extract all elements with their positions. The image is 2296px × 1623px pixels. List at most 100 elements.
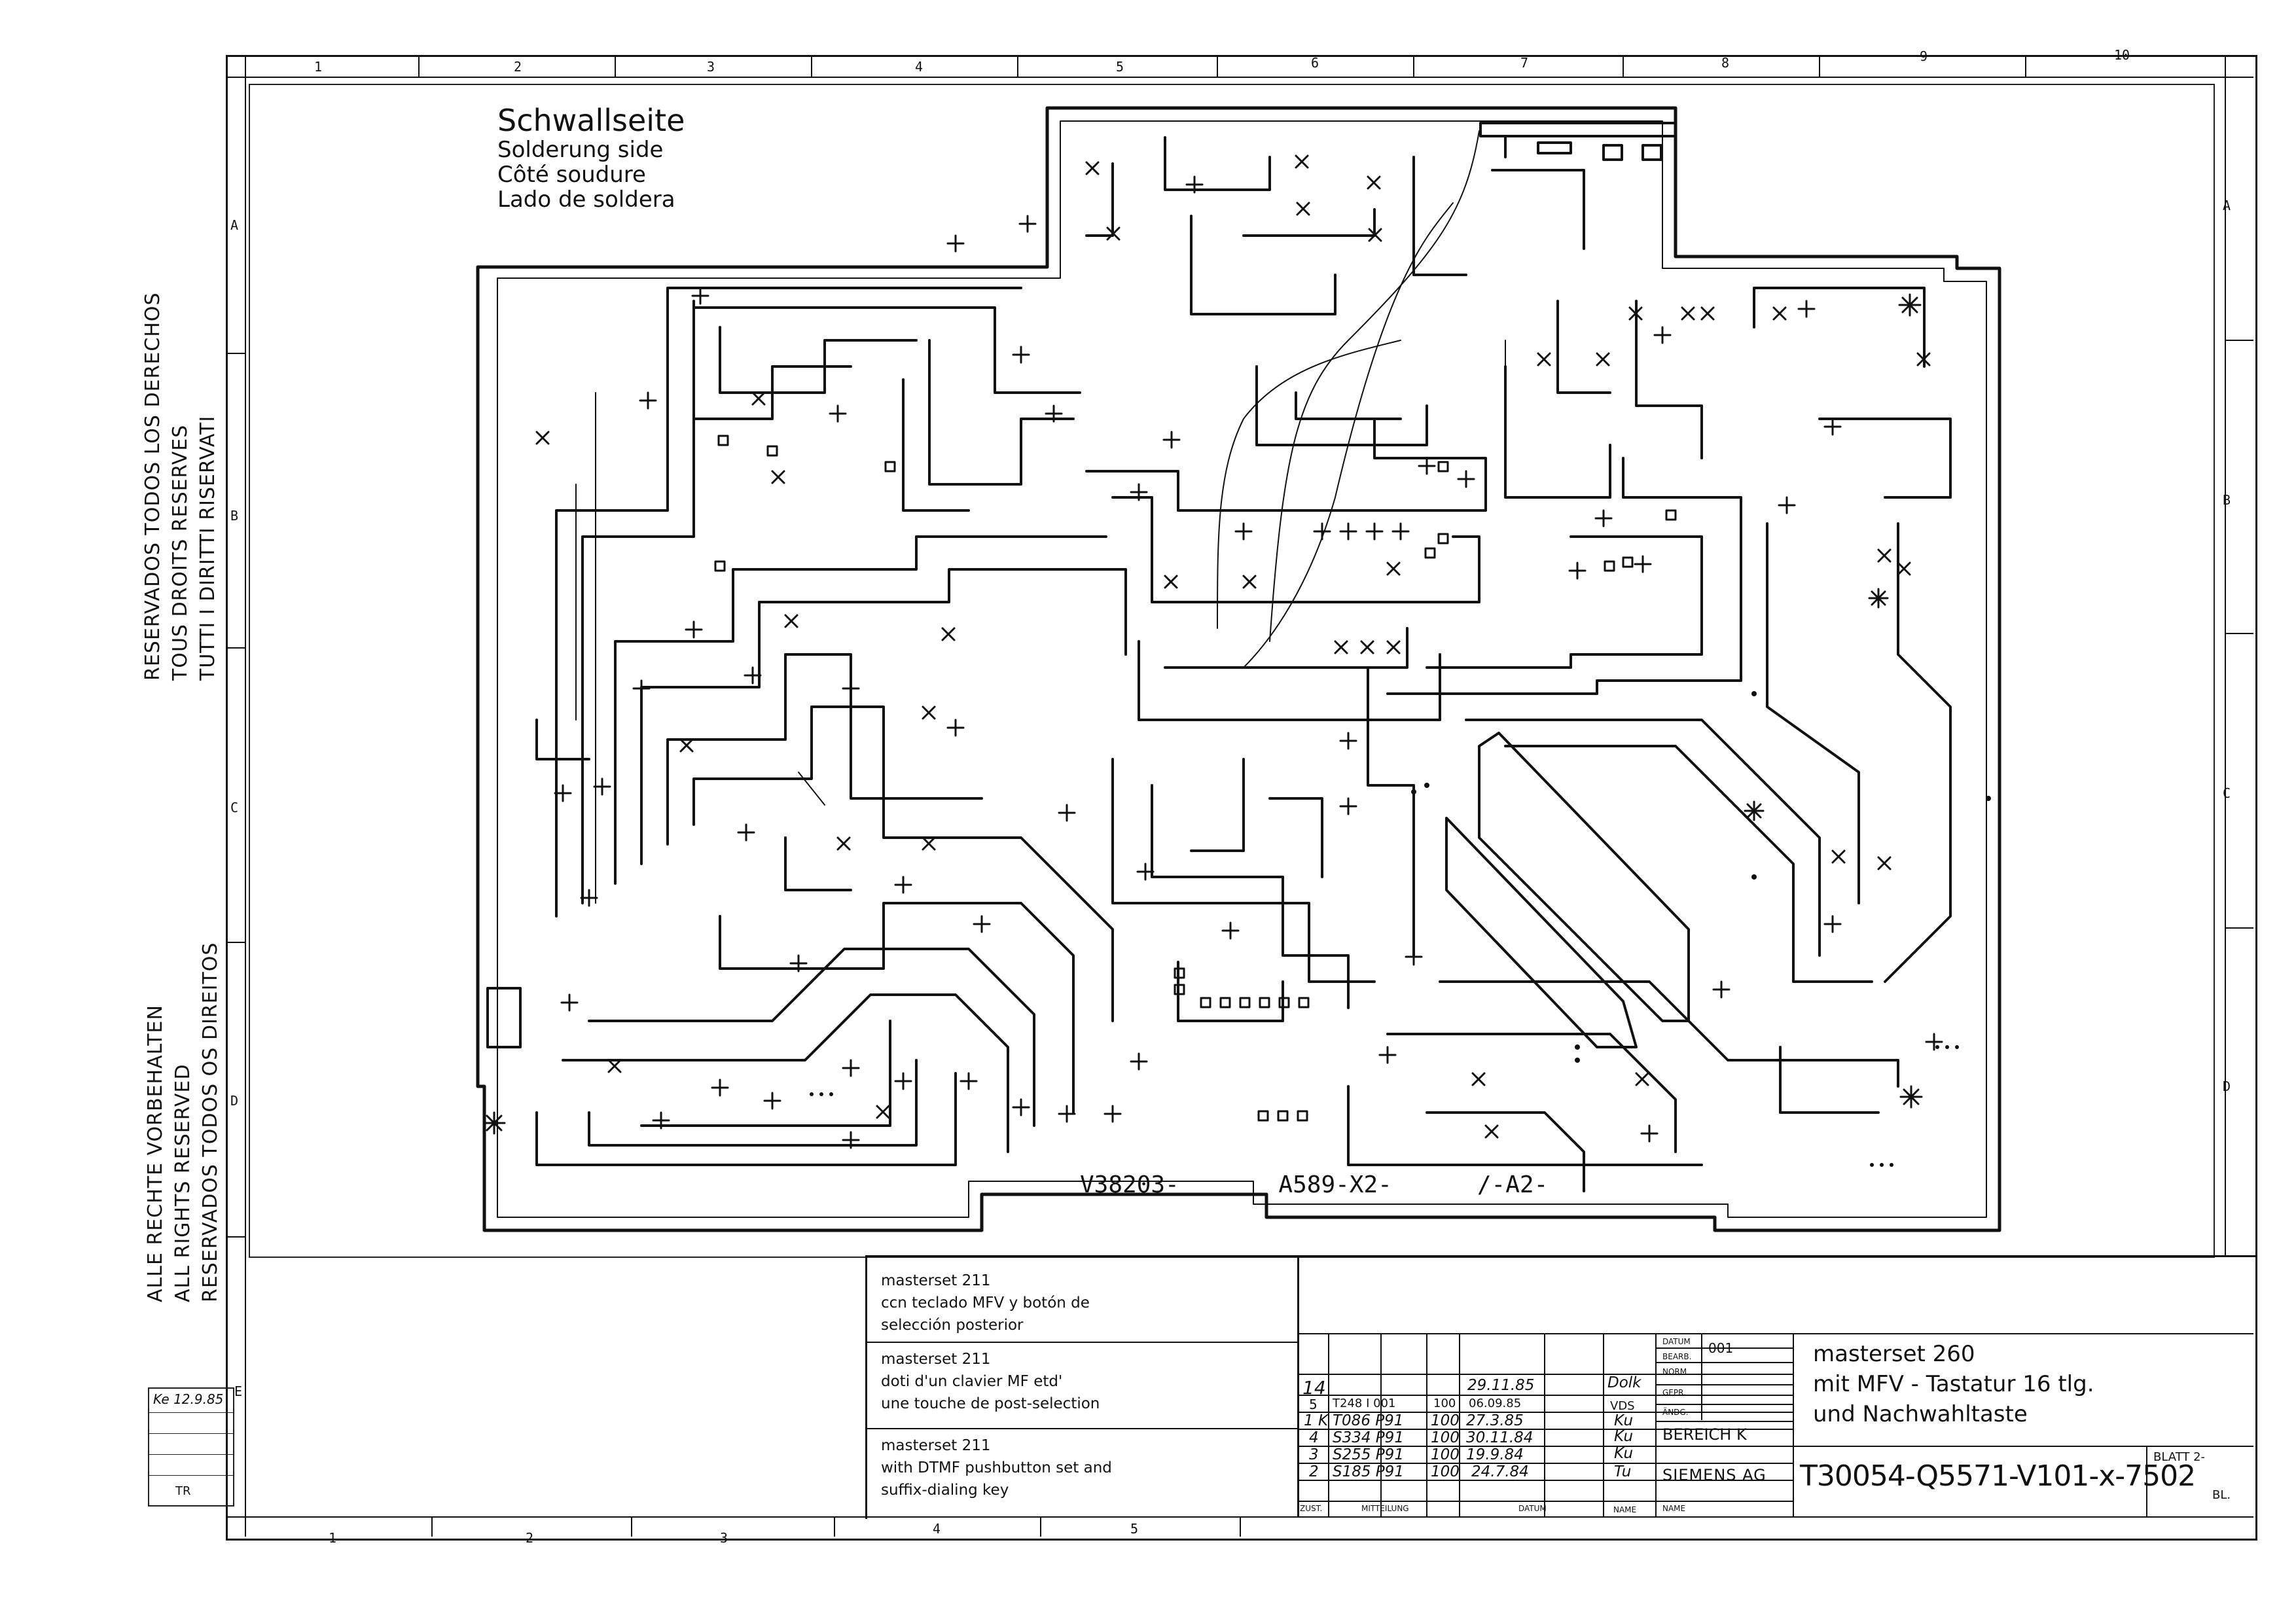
desc-italian-line-1: masterset 211 [881,1351,991,1368]
small-dots [810,691,1991,1167]
product-title-line-3: und Nachwahltaste [1813,1401,2028,1427]
field-label-gepr: GEPR. [1662,1388,1686,1397]
grid-top-5: 5 [1116,59,1124,75]
grid-top-8: 8 [1721,55,1730,71]
revision-row-6-name: Tu [1614,1463,1632,1480]
inner-frame [249,84,2215,1258]
connector-top [1479,122,1677,161]
grid-left-b: B [230,508,239,524]
grid-top-6: 6 [1311,55,1319,71]
desc-row-1-divider [865,1342,1297,1343]
board-side-title-de: Schwallseite [497,103,685,138]
sheet-label: BLATT 2- [2153,1450,2206,1464]
revision-row-5-change: S255 P91 [1333,1446,1404,1463]
board-side-title-en: Solderung side [497,137,664,163]
approval-stamp-box: Ke 12.9.85 TR [148,1387,234,1507]
grid-bottom-3: 3 [720,1530,728,1546]
field-label-aendg: ÄNDG. [1662,1408,1689,1417]
revision-row-5-name: Ku [1614,1445,1634,1462]
field-label-datum: DATUM [1662,1337,1691,1346]
revision-row-5-zust: 3 [1309,1446,1319,1463]
desc-italian-line-2: doti d'un clavier MF etd' [881,1373,1063,1390]
copper-areas [486,732,1880,1114]
revision-row-2-date: 06.09.85 [1469,1397,1522,1410]
approval-stamp-date: Ke 12.9.85 [153,1391,224,1407]
desc-row-2-divider [865,1428,1297,1429]
product-title-line-1: masterset 260 [1813,1341,1975,1367]
grid-bottom-4: 4 [933,1521,941,1537]
revision-row-6-change: S185 P91 [1333,1463,1404,1480]
desc-english-line-3: suffix-dialing key [881,1482,1009,1499]
revision-row-6-date: 24.7.84 [1471,1463,1529,1480]
grid-bottom-1: 1 [329,1530,337,1546]
desc-italian-line-3: une touche de post-selection [881,1395,1100,1412]
revision-row-4-zust: 4 [1309,1429,1319,1446]
grid-left-a: A [230,217,239,233]
revision-row-1-date: 29.11.85 [1467,1377,1535,1394]
desc-spanish-line-2: ccn teclado MFV y botón de [881,1294,1090,1311]
board-part-number: V38203- A589-X2- /-A2- [1080,1171,1549,1198]
footer-label-zust: ZUST. [1300,1504,1323,1513]
desc-spanish: masterset 211 ccn teclado MFV y botón de… [881,1270,1090,1336]
desc-english-line-2: with DTMF pushbutton set and [881,1459,1112,1476]
revision-row-2-zust: 5 [1309,1397,1318,1412]
revision-row-2-change: T248 I 001 [1333,1397,1396,1410]
board-side-title-block: Schwallseite Solderung side Côté soudure… [497,103,685,212]
desc-column-divider [1297,1255,1299,1517]
date-field-value: 001 [1708,1340,1734,1356]
company-name: SIEMENS AG [1662,1466,1767,1484]
grid-top-1: 1 [314,59,323,75]
grid-top-4: 4 [915,59,924,75]
grid-top-3: 3 [707,59,715,75]
revision-row-3-name: Ku [1614,1412,1634,1429]
grid-top-7: 7 [1520,55,1529,71]
revision-row-3-zust: 1 K [1304,1412,1329,1429]
stamp-line-3 [149,1454,233,1455]
revision-row-4-qty: 100 [1431,1429,1460,1446]
desc-spanish-line-3: selección posterior [881,1317,1024,1334]
revision-row-4-change: S334 P91 [1333,1429,1404,1446]
field-label-bearb: BEARB. [1662,1352,1692,1361]
revision-row-3-date: 27.3.85 [1466,1412,1524,1429]
revision-row-3-change: T086 P91 [1333,1412,1404,1429]
revision-row-5-date: 19.9.84 [1466,1446,1524,1463]
field-label-name: NAME [1613,1505,1637,1514]
document-number: T30054-Q5571-V101-x-7502 [1800,1459,2196,1493]
footer-label-datum: DATUM [1518,1504,1547,1513]
revision-row-1-zust: 14 [1302,1377,1326,1399]
grid-top-2: 2 [514,59,522,75]
stamp-line-1 [149,1412,233,1413]
stamp-line-4 [149,1475,233,1476]
grid-top-9: 9 [1920,48,1928,64]
stamp-initials: TR [175,1484,191,1498]
grid-left-c: C [230,800,239,815]
sheet-count-label: BL. [2212,1488,2231,1502]
revision-row-4-name: Ku [1614,1428,1634,1445]
grid-left-e: E [234,1383,243,1399]
board-side-title-fr: Côté soudure [497,162,646,188]
product-title-line-2: mit MFV - Tastatur 16 tlg. [1813,1371,2094,1397]
revision-row-3-qty: 100 [1431,1412,1460,1429]
desc-spanish-line-1: masterset 211 [881,1272,991,1289]
stamp-line-2 [149,1433,233,1434]
revision-row-1-name: Dolk [1607,1374,1641,1391]
board-side-title-es: Lado de soldera [497,187,675,213]
footer-label-name: NAME [1662,1504,1686,1513]
revision-row-4-date: 30.11.84 [1466,1429,1534,1446]
drawing-frame [226,55,2257,1541]
product-title: masterset 260 mit MFV - Tastatur 16 tlg.… [1813,1339,2094,1429]
pcb-outline-inner [497,120,1987,1218]
revision-row-6-zust: 2 [1309,1463,1319,1480]
grid-top-10: 10 [2114,47,2130,63]
grid-bottom-2: 2 [526,1530,534,1546]
desc-english: masterset 211 with DTMF pushbutton set a… [881,1435,1112,1501]
title-block [865,1255,2257,1519]
revision-row-6-qty: 100 [1431,1463,1460,1480]
revision-row-2-qty: 100 [1433,1397,1456,1410]
footer-label-mitteilung: MITTEILUNG [1361,1504,1409,1513]
field-label-vds: VDS [1610,1399,1635,1413]
grid-bottom-5: 5 [1130,1521,1139,1537]
